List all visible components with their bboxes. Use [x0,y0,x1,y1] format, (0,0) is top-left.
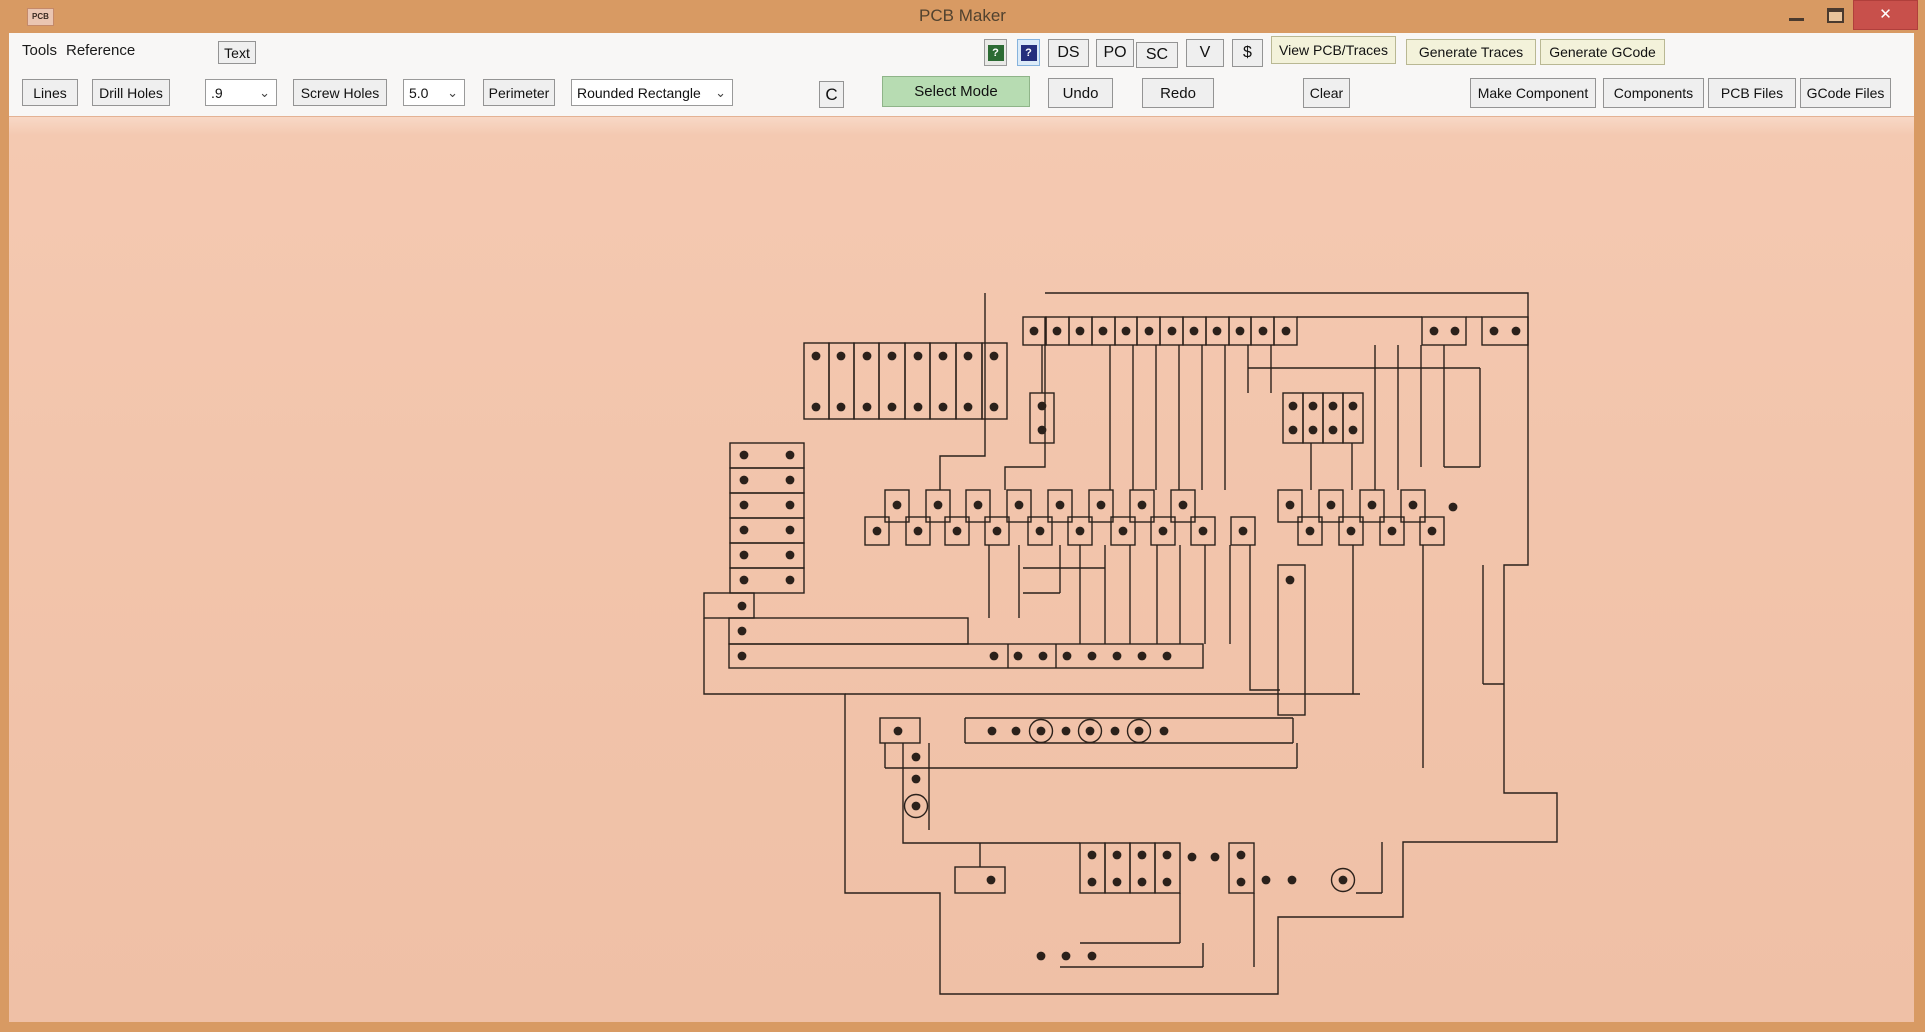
screw-holes-button[interactable]: Screw Holes [293,79,387,106]
text-button[interactable]: Text [218,41,256,64]
make-component-button[interactable]: Make Component [1470,78,1596,108]
view-pcb-traces-button[interactable]: View PCB/Traces [1271,36,1396,64]
c-button[interactable]: C [819,81,844,108]
lines-button[interactable]: Lines [22,79,78,106]
minimize-icon[interactable] [1789,18,1804,21]
redo-button[interactable]: Redo [1142,78,1214,108]
sc-button[interactable]: SC [1136,42,1178,68]
pcb-files-button[interactable]: PCB Files [1708,78,1796,108]
menu-tools[interactable]: Tools [22,42,58,59]
drill-holes-button[interactable]: Drill Holes [92,79,170,106]
perimeter-shape-dropdown[interactable]: Rounded Rectangle ⌄ [571,79,733,106]
v-button[interactable]: V [1186,39,1224,67]
help-green-button[interactable]: ? [984,39,1007,66]
perimeter-button[interactable]: Perimeter [483,79,555,106]
drill-size-dropdown[interactable]: .9 ⌄ [205,79,277,106]
generate-gcode-button[interactable]: Generate GCode [1540,39,1665,65]
components-button[interactable]: Components [1603,78,1704,108]
window-title: PCB Maker [919,6,1006,25]
gcode-files-button[interactable]: GCode Files [1800,78,1891,108]
undo-button[interactable]: Undo [1048,78,1113,108]
maximize-icon[interactable] [1827,8,1844,23]
toolbar-area: Tools Reference Text ? ? DS PO SC V $ Vi… [9,33,1914,117]
help-icon: ? [987,44,1004,61]
pcb-canvas[interactable] [9,117,1914,1022]
close-button[interactable]: ✕ [1853,0,1918,30]
chevron-down-icon: ⌄ [259,84,270,100]
help-icon: ? [1020,44,1037,61]
po-button[interactable]: PO [1096,39,1134,67]
generate-traces-button[interactable]: Generate Traces [1406,39,1536,65]
perimeter-shape-value: Rounded Rectangle [577,84,701,101]
dollar-button[interactable]: $ [1232,39,1263,67]
clear-button[interactable]: Clear [1303,78,1350,108]
menu-reference[interactable]: Reference [66,42,136,59]
screw-size-value: 5.0 [409,84,429,101]
select-mode-button[interactable]: Select Mode [882,76,1030,107]
chevron-down-icon: ⌄ [447,84,458,100]
app-icon: PCB [27,8,54,26]
pcb-traces [703,292,1558,995]
help-blue-button[interactable]: ? [1017,39,1040,66]
chevron-down-icon: ⌄ [715,84,726,100]
ds-button[interactable]: DS [1048,39,1089,67]
screw-size-dropdown[interactable]: 5.0 ⌄ [403,79,465,106]
title-bar: PCB PCB Maker ✕ [0,0,1925,33]
drill-size-value: .9 [211,84,223,101]
